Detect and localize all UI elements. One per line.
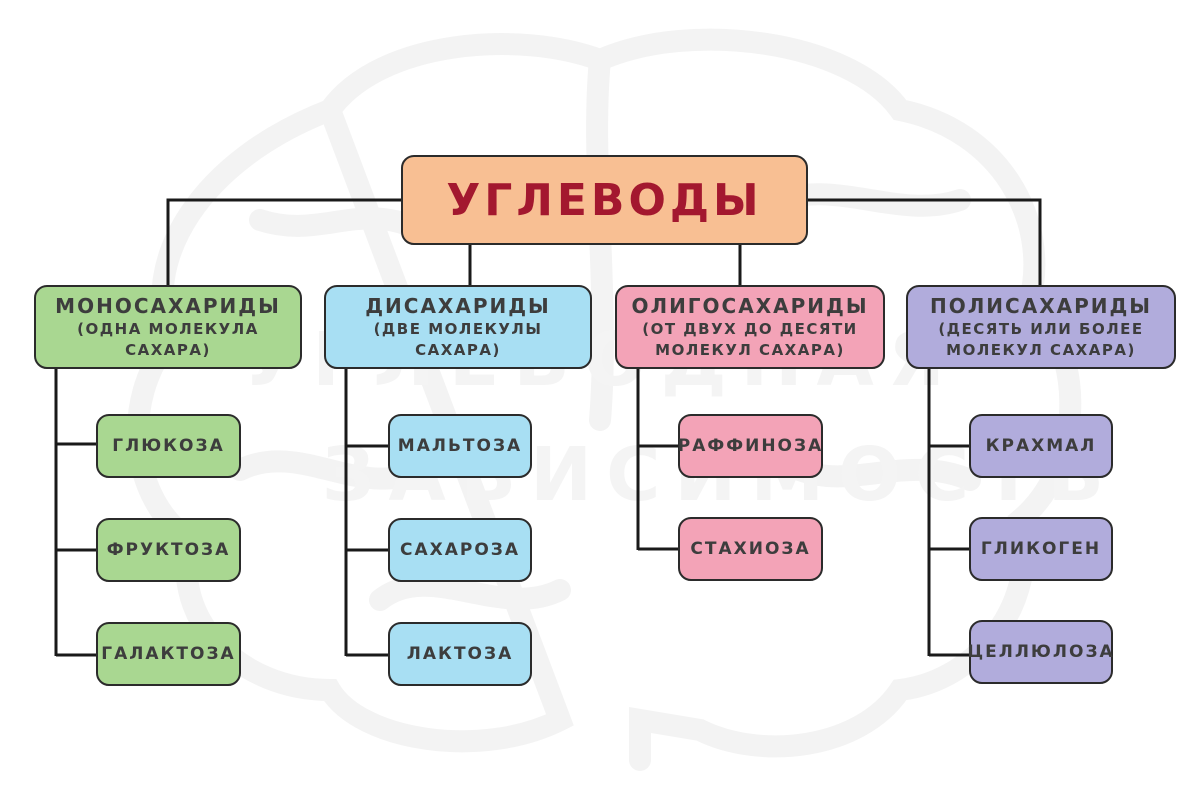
category-node-monosaccharides: МОНОСАХАРИДЫ (ОДНА МОЛЕКУЛА САХАРА) [34,285,302,369]
root-node-carbohydrates: УГЛЕВОДЫ [401,155,808,245]
leaf-label: КРАХМАЛ [985,436,1097,456]
leaf-node-sucrose: САХАРОЗА [388,518,532,582]
category-node-disaccharides: ДИСАХАРИДЫ (ДВЕ МОЛЕКУЛЫ САХАРА) [324,285,592,369]
category-title: ДИСАХАРИДЫ [365,294,551,318]
leaf-label: РАФФИНОЗА [677,436,824,456]
category-description: (ОТ ДВУХ ДО ДЕСЯТИ МОЛЕКУЛ САХАРА) [642,320,858,359]
leaf-label: СТАХИОЗА [690,539,811,559]
leaf-node-cellulose: ЦЕЛЛЮЛОЗА [967,620,1115,684]
leaf-label: ГЛИКОГЕН [980,539,1102,559]
connector-root-poly [808,198,1042,286]
leaf-node-galactose: ГАЛАКТОЗА [96,622,241,686]
leaf-node-glucose: ГЛЮКОЗА [96,414,241,478]
category-node-oligosaccharides: ОЛИГОСАХАРИДЫ (ОТ ДВУХ ДО ДЕСЯТИ МОЛЕКУЛ… [615,285,885,369]
category-description: (ДЕСЯТЬ ИЛИ БОЛЕЕ МОЛЕКУЛ САХАРА) [938,320,1144,359]
leaf-label: ГЛЮКОЗА [112,436,225,456]
leaf-label: ГАЛАКТОЗА [101,644,236,664]
leaf-node-lactose: ЛАКТОЗА [388,622,532,686]
category-description: (ОДНА МОЛЕКУЛА САХАРА) [77,320,259,359]
leaf-label: ЛАКТОЗА [406,644,514,664]
leaf-node-raffinose: РАФФИНОЗА [678,414,823,478]
category-title: ПОЛИСАХАРИДЫ [929,294,1153,318]
leaf-label: МАЛЬТОЗА [397,436,523,456]
category-title: МОНОСАХАРИДЫ [55,294,281,318]
category-description: (ДВЕ МОЛЕКУЛЫ САХАРА) [373,320,543,359]
leaf-label: САХАРОЗА [399,540,521,560]
leaf-label: ФРУКТОЗА [106,540,231,560]
leaf-node-starch: КРАХМАЛ [969,414,1113,478]
leaf-node-glycogen: ГЛИКОГЕН [969,517,1113,581]
leaf-label: ЦЕЛЛЮЛОЗА [967,642,1115,662]
leaf-node-stachyose: СТАХИОЗА [678,517,823,581]
root-label: УГЛЕВОДЫ [446,174,763,226]
category-node-polysaccharides: ПОЛИСАХАРИДЫ (ДЕСЯТЬ ИЛИ БОЛЕЕ МОЛЕКУЛ С… [906,285,1176,369]
leaf-node-maltose: МАЛЬТОЗА [388,414,532,478]
category-title: ОЛИГОСАХАРИДЫ [631,294,869,318]
connector-root-mono [166,198,401,286]
leaf-node-fructose: ФРУКТОЗА [96,518,241,582]
